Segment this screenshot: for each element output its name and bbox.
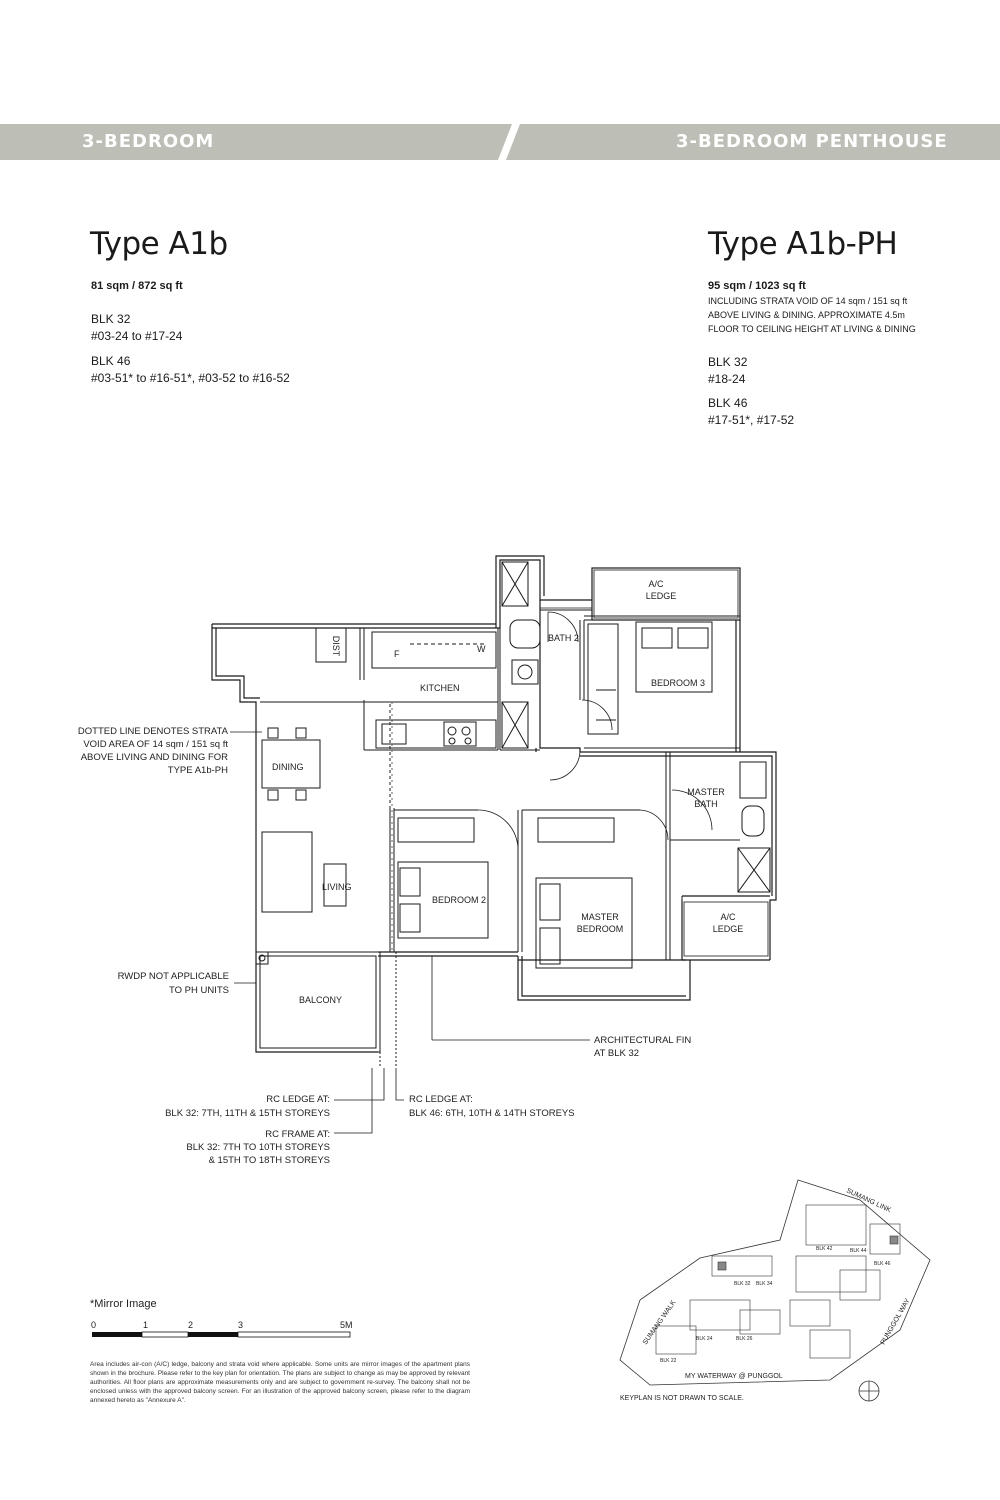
keyplan-site-boundary xyxy=(619,1179,931,1386)
type-a1b-ph-blk1: BLK 32 xyxy=(708,355,748,369)
dining-label: DINING xyxy=(272,762,304,772)
type-a1b-ph-note1: INCLUDING STRATA VOID OF 14 sqm / 151 sq… xyxy=(708,296,908,306)
scale-tick-1: 1 xyxy=(143,1320,148,1330)
living-label: LIVING xyxy=(322,882,352,892)
banner-right-label: 3-BEDROOM PENTHOUSE xyxy=(676,131,948,152)
balcony-outline xyxy=(255,951,381,1053)
keyplan-road-punggol-way: PUNGGOL WAY xyxy=(880,1297,912,1346)
fridge-label: F xyxy=(394,649,400,659)
banner-left-label: 3-BEDROOM xyxy=(82,131,215,152)
type-a1b-units1: #03-24 to #17-24 xyxy=(91,329,183,343)
ac-ledge-right-label-2: LEDGE xyxy=(713,924,744,934)
type-a1b-ph-area: 95 sqm / 1023 sq ft xyxy=(708,280,806,292)
rc-ledge-46-note-1: RC LEDGE AT: xyxy=(409,1094,473,1105)
keyplan-waterway: MY WATERWAY @ PUNGGOL xyxy=(685,1373,783,1380)
type-a1b-area: 81 sqm / 872 sq ft xyxy=(91,280,183,292)
bedroom2-label: BEDROOM 2 xyxy=(432,895,486,905)
strata-void-note-1: DOTTED LINE DENOTES STRATA xyxy=(78,726,229,737)
ac-ledge-right-label-1: A/C xyxy=(720,912,736,922)
rc-frame-note-2: BLK 32: 7TH TO 10TH STOREYS xyxy=(186,1142,330,1153)
mirror-image-label: *Mirror Image xyxy=(90,1298,157,1310)
keyplan-blk26: BLK 26 xyxy=(736,1336,753,1342)
type-a1b-blk1: BLK 32 xyxy=(91,312,131,326)
scale-tick-2: 2 xyxy=(188,1320,193,1330)
keyplan-blk46: BLK 46 xyxy=(874,1261,891,1267)
master-bath-label-2: BATH xyxy=(694,799,717,809)
dist-label: DIST xyxy=(331,636,341,657)
type-a1b-blk2: BLK 46 xyxy=(91,354,131,368)
keyplan-blk44: BLK 44 xyxy=(850,1248,867,1254)
floor-plan: A/C LEDGE BATH 2 DIST F W KITCHEN BEDROO… xyxy=(78,555,777,1166)
kitchen-label: KITCHEN xyxy=(420,683,460,693)
ac-ledge-top-label-1: A/C xyxy=(648,579,664,589)
type-a1b-ph-blk2: BLK 46 xyxy=(708,396,748,410)
strata-void-dotted-line xyxy=(260,701,391,952)
rwdp-note-2: TO PH UNITS xyxy=(169,985,229,996)
ac-ledge-top-label-2: LEDGE xyxy=(646,591,677,601)
exterior-walls xyxy=(211,555,777,1053)
bath2-label: BATH 2 xyxy=(548,633,579,643)
header-banner xyxy=(0,124,1000,160)
washer-label: W xyxy=(477,644,486,654)
keyplan-note: KEYPLAN IS NOT DRAWN TO SCALE. xyxy=(620,1395,744,1402)
type-a1b-ph-note2: ABOVE LIVING & DINING. APPROXIMATE 4.5m xyxy=(708,310,905,320)
rc-ledge-46-note-2: BLK 46: 6TH, 10TH & 14TH STOREYS xyxy=(409,1108,575,1119)
rc-ledge-32-note-2: BLK 32: 7TH, 11TH & 15TH STOREYS xyxy=(165,1108,330,1119)
keyplan-blk24: BLK 24 xyxy=(696,1336,713,1342)
master-bedroom-label-2: BEDROOM xyxy=(577,924,624,934)
balcony-label: BALCONY xyxy=(299,995,342,1005)
strata-void-note-3: ABOVE LIVING AND DINING FOR xyxy=(81,752,228,763)
type-a1b-units2: #03-51* to #16-51*, #03-52 to #16-52 xyxy=(91,371,290,385)
keyplan-road-sumang-walk: SUMANG WALK xyxy=(642,1299,678,1346)
keyplan-blk42: BLK 42 xyxy=(816,1246,833,1252)
fin-note-2: AT BLK 32 xyxy=(594,1048,639,1059)
keyplan-blk32: BLK 32 xyxy=(734,1281,751,1287)
scale-tick-0: 0 xyxy=(91,1320,96,1330)
scale-tick-3: 3 xyxy=(238,1320,243,1330)
keyplan-blk34: BLK 34 xyxy=(756,1281,773,1287)
scale-tick-5: 5M xyxy=(340,1320,353,1330)
master-bedroom-label-1: MASTER xyxy=(581,912,619,922)
strata-void-note-4: TYPE A1b-PH xyxy=(168,765,228,776)
rwdp-note-1: RWDP NOT APPLICABLE xyxy=(118,971,229,982)
strata-void-note-2: VOID AREA OF 14 sqm / 151 sq ft xyxy=(83,739,228,750)
rc-frame-note-1: RC FRAME AT: xyxy=(265,1129,330,1140)
rc-frame-note-3: & 15TH TO 18TH STOREYS xyxy=(209,1155,330,1166)
type-a1b-ph-units2: #17-51*, #17-52 xyxy=(708,413,795,427)
disclaimer-text: Area includes air-con (A/C) ledge, balco… xyxy=(90,1361,470,1404)
master-bath-label-1: MASTER xyxy=(687,787,725,797)
keyplan-blk22: BLK 22 xyxy=(660,1358,677,1364)
type-a1b-ph-title: Type A1b-PH xyxy=(708,226,898,262)
type-a1b-title: Type A1b xyxy=(90,226,228,262)
fin-note-1: ARCHITECTURAL FIN xyxy=(594,1035,691,1046)
rc-ledge-32-note-1: RC LEDGE AT: xyxy=(266,1094,330,1105)
type-a1b-ph-units1: #18-24 xyxy=(708,372,746,386)
type-a1b-ph-note3: FLOOR TO CEILING HEIGHT AT LIVING & DINI… xyxy=(708,324,916,334)
bedroom3-label: BEDROOM 3 xyxy=(651,678,705,688)
